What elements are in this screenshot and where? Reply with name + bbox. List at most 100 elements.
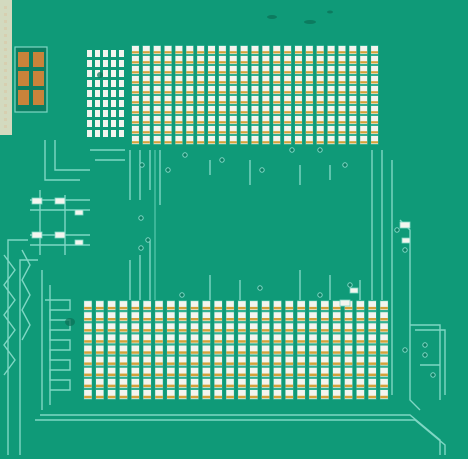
solder-pad — [338, 111, 346, 114]
solder-pad — [238, 351, 246, 354]
component-pad — [131, 66, 139, 74]
component-pad — [273, 334, 282, 344]
component-pad — [142, 86, 150, 94]
solder-pad — [218, 71, 226, 74]
component-pad — [238, 323, 246, 333]
component-pad — [295, 86, 302, 94]
solder-pad — [368, 306, 377, 310]
solder-pad — [316, 131, 324, 134]
smd-component — [339, 299, 351, 307]
component-pad — [316, 106, 324, 114]
solder-pad — [273, 51, 281, 54]
component-pad — [131, 106, 139, 114]
component-pad — [273, 76, 281, 84]
component-pad — [262, 56, 270, 64]
solder-pad — [380, 329, 388, 332]
solder-pad — [297, 329, 305, 332]
component-pad — [87, 60, 92, 67]
component-pad — [119, 345, 128, 355]
solder-pad — [186, 71, 194, 74]
solder-pad — [327, 61, 335, 64]
solder-pad — [321, 362, 329, 365]
component-pad — [297, 312, 305, 322]
solder-pad — [197, 91, 205, 94]
component-pad — [107, 378, 116, 388]
component-pad — [327, 96, 335, 104]
solder-pad — [238, 340, 246, 343]
component-pad — [164, 106, 172, 114]
solder-pad — [305, 131, 313, 134]
array-column-strip — [272, 45, 281, 145]
component-pad — [316, 76, 324, 84]
solder-pad — [297, 306, 305, 310]
surface-marks — [65, 10, 333, 326]
component-pad — [240, 106, 248, 114]
array-column-strip — [262, 45, 270, 145]
component-pad — [262, 96, 270, 104]
component-pad — [368, 367, 377, 377]
solder-pad — [368, 351, 377, 354]
solder-pad — [131, 51, 139, 54]
edge-dot — [4, 55, 7, 58]
via — [138, 245, 144, 251]
component-pad — [368, 345, 377, 355]
component-pad — [178, 323, 187, 333]
component-pad — [349, 106, 357, 114]
component-pad — [208, 66, 215, 74]
component-pad — [95, 120, 100, 127]
component-pad — [332, 378, 341, 388]
component-pad — [197, 86, 205, 94]
component-pad — [214, 356, 223, 366]
solder-pad — [380, 384, 388, 388]
solder-pad — [142, 61, 150, 64]
solder-pad — [131, 395, 140, 399]
solder-pad — [164, 91, 172, 94]
component-pad — [305, 126, 313, 134]
smd-component — [349, 287, 359, 294]
component-pad — [131, 86, 139, 94]
component-pad — [143, 367, 151, 377]
smd-component — [74, 239, 84, 246]
component-pad — [84, 334, 92, 344]
component-pad — [164, 86, 172, 94]
solder-pad — [190, 318, 199, 321]
solder-pad — [190, 340, 199, 343]
component-pad — [273, 56, 281, 64]
component-pad — [316, 66, 324, 74]
component-pad — [167, 323, 175, 333]
solder-pad — [309, 384, 317, 388]
solder-pad — [356, 362, 365, 365]
solder-pad — [309, 351, 317, 354]
solder-pad — [297, 351, 305, 354]
component-pad — [262, 66, 270, 74]
solder-pad — [356, 306, 365, 310]
component-pad — [218, 46, 226, 54]
solder-pad — [155, 318, 163, 321]
component-pad — [295, 106, 302, 114]
solder-pad — [240, 131, 248, 134]
component-pad — [338, 116, 346, 124]
component-pad — [273, 345, 282, 355]
component-pad — [297, 301, 305, 310]
component-pad — [327, 106, 335, 114]
component-pad — [167, 312, 175, 322]
solder-pad — [218, 81, 226, 84]
solder-pad — [155, 395, 163, 399]
component-pad — [155, 312, 163, 322]
component-pad — [371, 56, 379, 64]
solder-pad — [143, 340, 151, 343]
solder-pad — [143, 384, 151, 388]
solder-pad — [249, 373, 258, 376]
component-pad — [95, 378, 104, 388]
component-pad — [95, 367, 104, 377]
solder-pad — [360, 71, 368, 74]
component-pad — [208, 126, 215, 134]
component-pad — [226, 301, 234, 310]
solder-pad — [190, 395, 199, 399]
solder-pad — [295, 91, 302, 94]
solder-pad — [251, 131, 259, 134]
solder-pad — [218, 51, 226, 54]
component-pad — [251, 56, 259, 64]
component-pad — [142, 46, 150, 54]
component-pad — [119, 50, 124, 57]
